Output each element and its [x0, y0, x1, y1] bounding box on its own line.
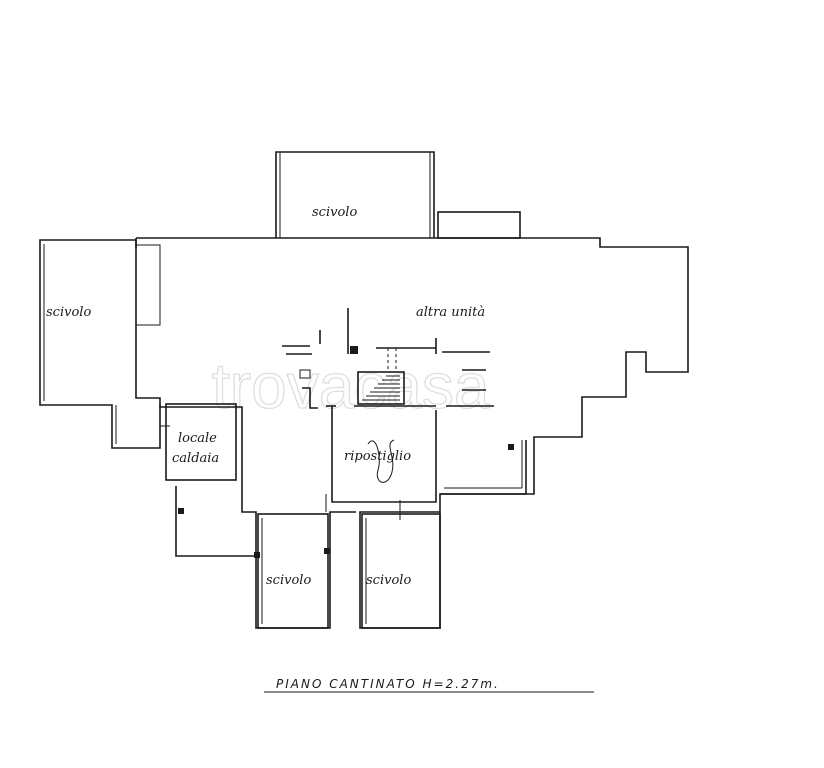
boiler-room [160, 403, 237, 481]
ramp-top-room [275, 151, 435, 238]
storage-room [331, 405, 437, 503]
main-perimeter [136, 237, 689, 629]
watermark-text: trovacasa [212, 350, 490, 422]
room-label-ramp-bottom-left: scivolo [266, 573, 311, 588]
plan-title: PIANO CANTINATO H=2.27m. [276, 677, 500, 691]
room-label-other-unit: altra unità [416, 305, 485, 320]
staircase [357, 348, 405, 405]
room-label-boiler-line2: caldaia [172, 451, 219, 466]
room-label-ramp-top: scivolo [312, 205, 357, 220]
ramp-left-room [39, 239, 161, 449]
room-label-boiler-line1: locale [178, 431, 217, 446]
room-label-storage: ripostiglio [344, 449, 411, 464]
right-terrace [440, 440, 527, 495]
small-annex [437, 211, 521, 239]
ramp-bottom-left-room [257, 513, 330, 629]
interior-walls [282, 308, 494, 512]
lower-left-rooms [175, 486, 260, 558]
room-label-ramp-bottom-right: scivolo [366, 573, 411, 588]
ramp-bottom-right-room [361, 500, 441, 629]
main-left-walls [135, 238, 356, 629]
scribble-mark [367, 439, 395, 483]
room-label-ramp-left: scivolo [46, 305, 91, 320]
